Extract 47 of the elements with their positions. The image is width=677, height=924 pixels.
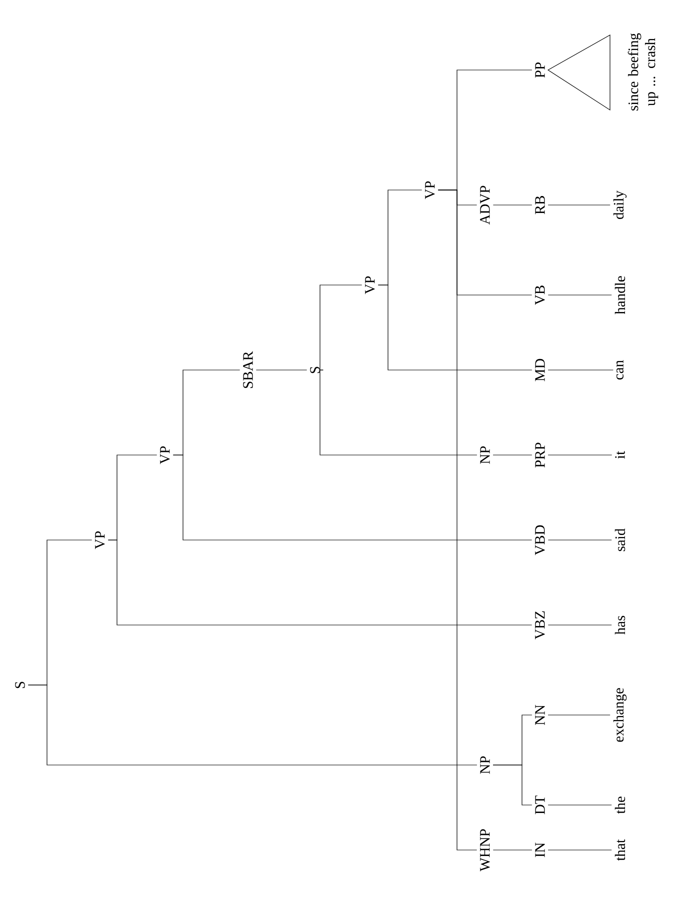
tree-branch xyxy=(492,204,532,206)
word-label: exchange xyxy=(613,688,627,742)
category-label: MD xyxy=(535,358,545,382)
word-label: handle xyxy=(614,276,626,314)
category-label: NP xyxy=(480,756,490,774)
tree-branch xyxy=(378,190,422,286)
tree-branch xyxy=(548,294,612,296)
category-label: VB xyxy=(535,286,545,305)
category-label: ADVP xyxy=(480,186,490,225)
category-label: VBD xyxy=(535,525,545,556)
tree-branch xyxy=(438,190,478,850)
word-label: has xyxy=(614,616,626,635)
tree-branch xyxy=(320,370,478,456)
tree-branch xyxy=(28,684,478,766)
tree-branch xyxy=(108,454,158,540)
word-label: daily xyxy=(613,190,627,219)
tree-branch xyxy=(492,714,532,766)
tree-branch xyxy=(548,454,612,456)
word-label: can xyxy=(616,360,624,380)
category-label: VP xyxy=(425,181,435,200)
category-label: RB xyxy=(535,196,545,214)
word-label: that xyxy=(614,839,626,861)
category-label: WHNP xyxy=(480,829,490,872)
category-label: VP xyxy=(95,531,105,550)
category-label: VP xyxy=(365,276,375,294)
tree-branch xyxy=(548,204,610,206)
category-label: NN xyxy=(535,704,545,726)
category-label: VP xyxy=(160,446,170,464)
word-label: it xyxy=(615,451,625,459)
category-label: S xyxy=(15,682,25,688)
category-label: NP xyxy=(480,446,490,464)
category-label: VBZ xyxy=(535,611,545,640)
tree-branch xyxy=(320,284,362,370)
word-label: the xyxy=(614,796,626,814)
phrase-text: since beefing up ... crash xyxy=(628,33,658,110)
tree-branch xyxy=(548,714,610,716)
category-label: SBAR xyxy=(243,351,253,388)
category-label: S xyxy=(310,366,320,374)
category-label: PRP xyxy=(535,442,545,468)
category-label: DT xyxy=(535,796,545,814)
tree-branch xyxy=(548,804,612,806)
tree-branch xyxy=(548,624,612,626)
tree-branch xyxy=(492,454,532,456)
word-label: said xyxy=(614,528,626,552)
category-label: IN xyxy=(535,842,545,858)
tree-branch xyxy=(172,370,240,456)
category-label: PP xyxy=(535,62,545,78)
